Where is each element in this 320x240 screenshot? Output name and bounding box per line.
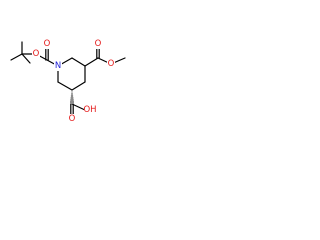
atom-o-methyl-ester: O <box>107 59 115 69</box>
atom-o-methyl-carbonyl: O <box>94 39 102 49</box>
hashed-wedge-bond-c5-acid <box>70 91 74 103</box>
bond-acid-carbon-to-oh <box>71 103 86 111</box>
bond-ring-c4-c5 <box>71 81 86 91</box>
bond-ring-c2-c3 <box>71 57 86 67</box>
bond-c3-to-ester-carbon <box>84 57 99 67</box>
atom-label-o-boc-carbonyl: O <box>44 39 51 49</box>
atom-label-o-acid-carbonyl: O <box>69 114 76 124</box>
bond-layer <box>10 41 126 116</box>
atom-label-layer: N O O O O O OH <box>32 39 115 124</box>
atom-o-boc-ester: O <box>32 49 40 59</box>
atom-label-o-methyl-ester: O <box>108 59 115 69</box>
atom-label-o-methyl-carbonyl: O <box>95 39 102 49</box>
atom-label-n: N <box>55 61 61 71</box>
atom-label-o-boc-ester: O <box>33 49 40 59</box>
bond-ring-c5-c6 <box>57 81 73 91</box>
atom-oh-acid: OH <box>83 105 97 115</box>
atom-n1: N <box>54 61 62 71</box>
bond-tbu-methyl-left <box>10 53 23 61</box>
atom-label-oh-acid: OH <box>83 105 96 115</box>
bond-tbu-methyl-lower <box>21 53 31 64</box>
atom-o-acid-carbonyl: O <box>68 114 76 124</box>
atom-o-boc-carbonyl: O <box>43 39 51 49</box>
molecule-structure: N O O O O O OH <box>10 39 126 124</box>
